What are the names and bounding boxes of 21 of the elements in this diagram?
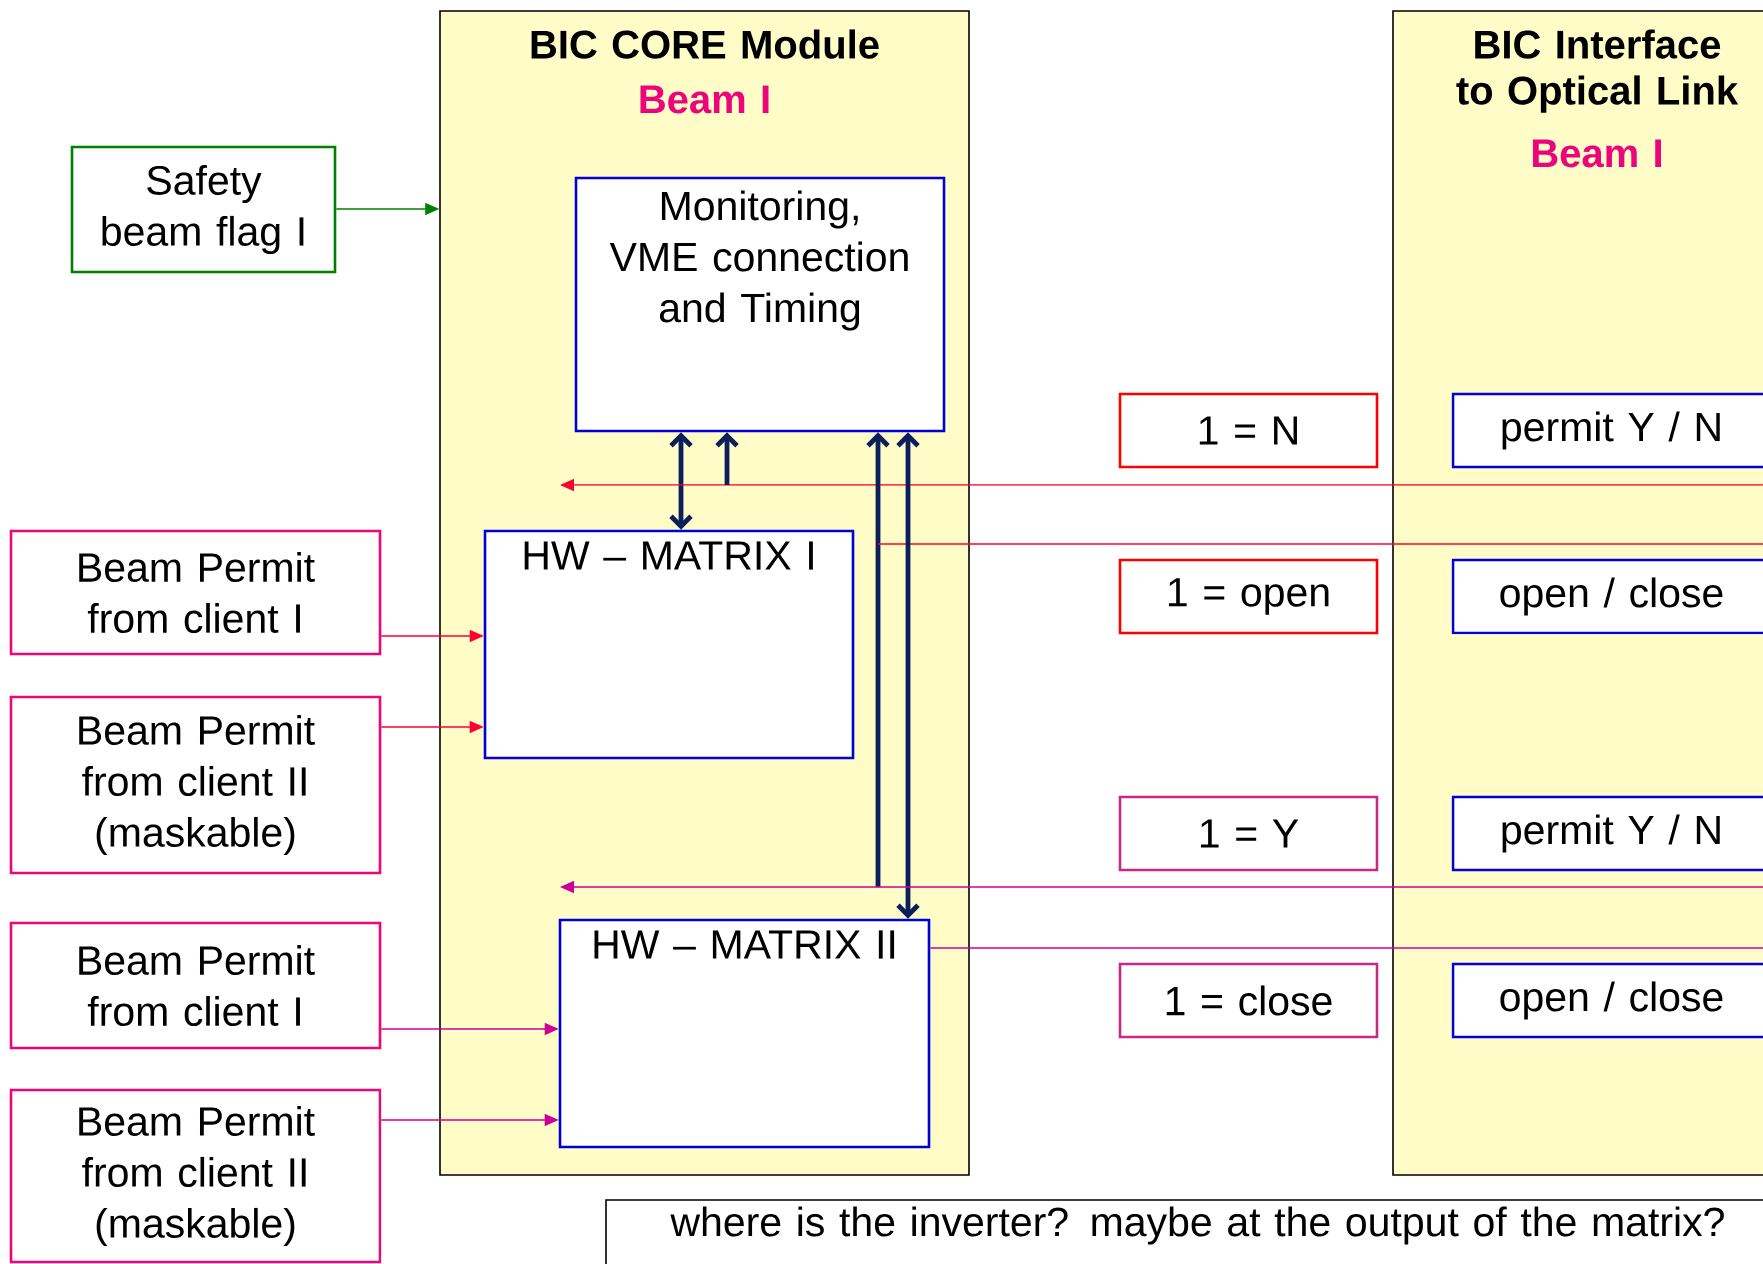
note-box: where is the inverter? maybe at the output of the matrix? <box>605 1199 1763 1264</box>
value-box: 1 = N <box>1118 392 1379 469</box>
value-box: permit Y / N <box>1451 795 1763 872</box>
input-box: Beam Permit from client II (maskable) <box>9 1088 382 1264</box>
function-block: Monitoring, VME connection and Timing <box>574 176 946 433</box>
function-block: HW – MATRIX II <box>558 918 931 1149</box>
value-box: open / close <box>1451 962 1763 1039</box>
value-box: 1 = close <box>1118 962 1379 1039</box>
value-box: permit Y / N <box>1451 392 1763 469</box>
input-box: Beam Permit from client I <box>9 921 382 1050</box>
value-box: 1 = Y <box>1118 795 1379 872</box>
function-block: HW – MATRIX I <box>483 529 855 760</box>
input-box: Beam Permit from client I <box>9 529 382 656</box>
arrow <box>896 432 920 919</box>
value-box: open / close <box>1451 558 1763 635</box>
arrow <box>669 432 693 530</box>
arrow <box>715 432 739 485</box>
signal-box: Safety beam flag I <box>70 145 337 274</box>
arrow <box>866 432 890 887</box>
value-box: 1 = open <box>1118 558 1379 635</box>
input-box: Beam Permit from client II (maskable) <box>9 695 382 875</box>
